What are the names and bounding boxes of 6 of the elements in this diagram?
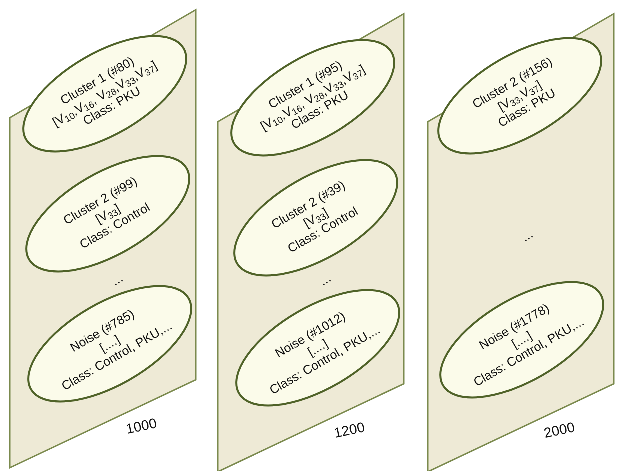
panel-number: 1000	[124, 414, 159, 440]
ellipsis-mark: ...	[518, 225, 537, 247]
panel-number: 1200	[332, 418, 367, 444]
ellipsis-mark: ...	[316, 269, 335, 291]
ellipsis-mark: ...	[108, 269, 127, 291]
panel-number: 2000	[542, 418, 577, 444]
